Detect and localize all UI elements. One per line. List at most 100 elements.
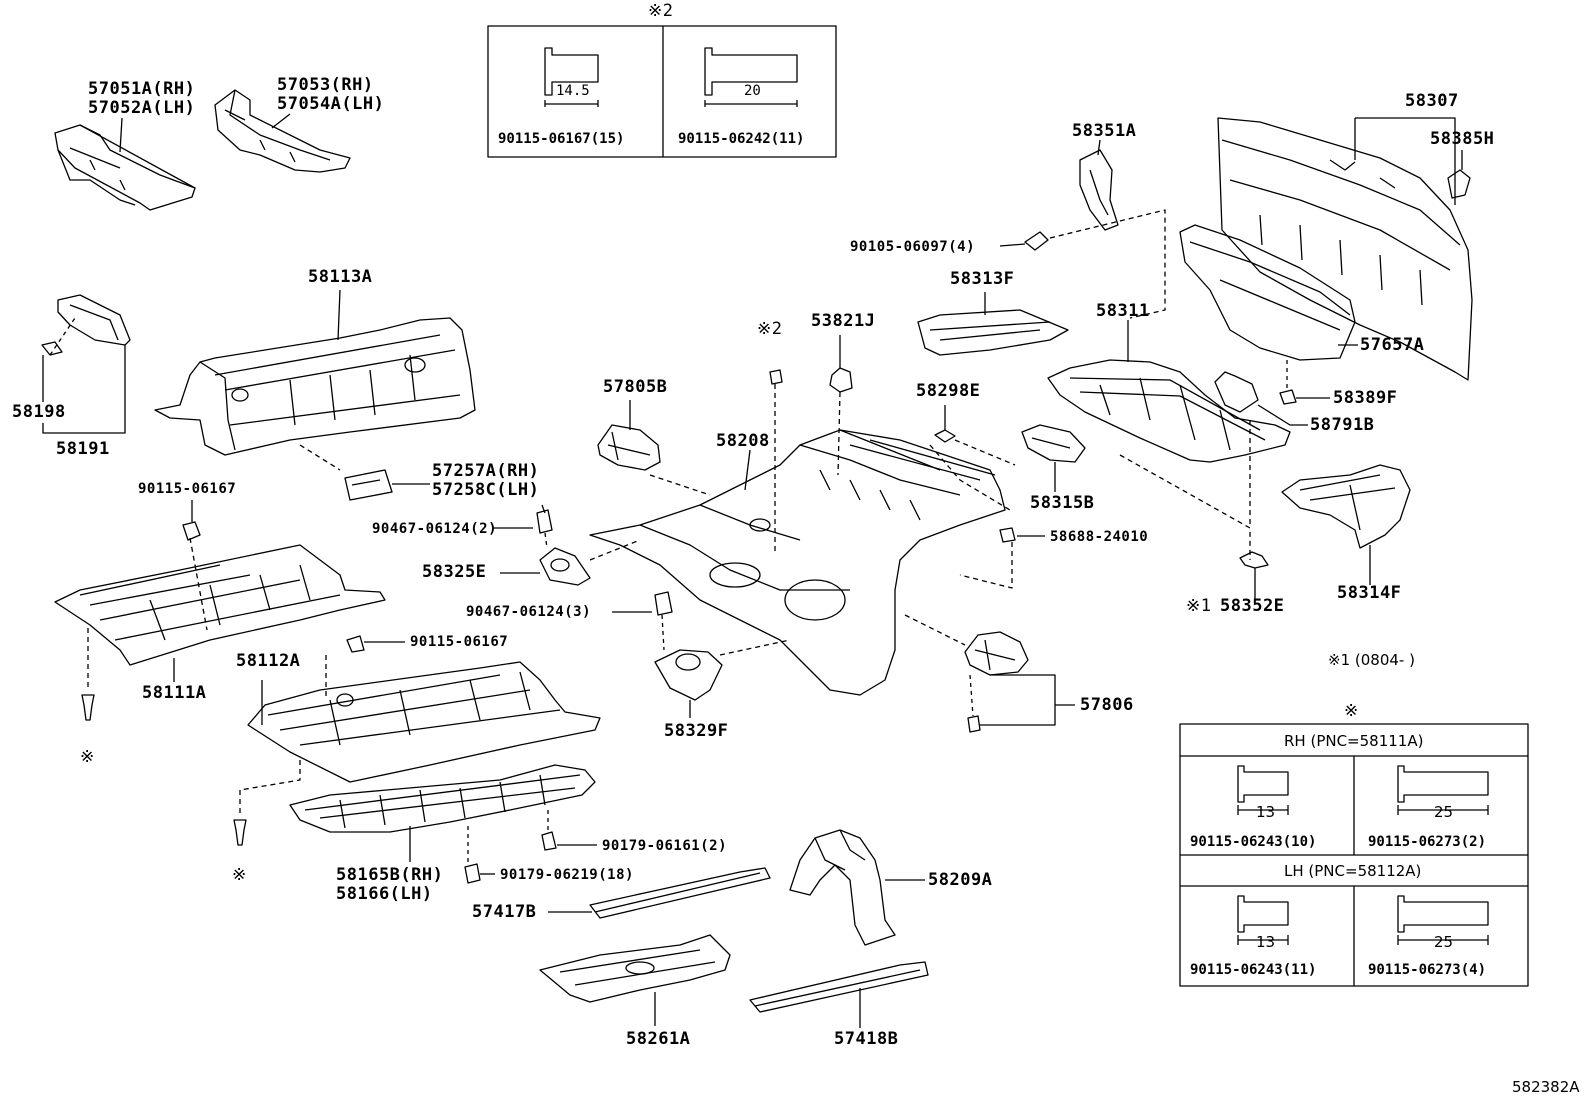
panel-58208-drawing [589,429,1006,696]
ref-mark-side-table: ※ [1344,701,1359,721]
label-58313F: 58313F [950,269,1015,289]
label-58329F: 58329F [664,721,729,741]
leader-58208 [744,449,751,491]
bolt-57806-drawing [967,715,981,733]
clip-58389F-drawing [1279,389,1297,405]
clip-58385H-drawing [1447,169,1471,199]
label-90115-a: 90115-06167 [138,481,237,497]
sill-57417B-drawing [589,867,771,919]
bolt-left2-drawing [233,819,247,846]
top-table-drawing [487,25,837,158]
bracket-57053-drawing [214,89,351,173]
leader-57053 [271,113,291,129]
side-table-rh-dim2: 25 [1434,803,1454,821]
label-58165B: 58165B(RH) [336,865,444,885]
clip-53821J-drawing [829,367,853,393]
side-table-rh-dim1: 13 [1256,803,1276,821]
bolt-ref2-drawing [769,369,783,385]
label-57257A: 57257A(RH) [432,461,540,481]
label-53821J: 53821J [811,311,876,331]
label-58166: 58166(LH) [336,884,433,904]
label-90179-2: 90179-06161(2) [602,838,728,854]
ref-mark-left1: ※ [80,747,95,767]
pad-58315B-drawing [1021,424,1086,463]
bolt-left-drawing [81,694,95,721]
label-58352E: 58352E [1220,596,1285,616]
label-58315B: 58315B [1030,493,1095,513]
bracket-58191-drawing [57,294,131,346]
plate-57257A-drawing [344,469,393,501]
label-58688: 58688-24010 [1050,529,1149,545]
side-table-lh-dim2: 25 [1434,933,1454,951]
label-58112A: 58112A [236,651,301,671]
sill-57418B-drawing [749,961,929,1013]
mount-58329F-drawing [654,649,723,701]
tray-58311-drawing [1047,359,1291,463]
label-57053: 57053(RH) [277,75,374,95]
label-57418B: 57418B [834,1029,899,1049]
figure-number: 582382A [1512,1078,1580,1096]
panel-58313F-drawing [917,309,1069,356]
bolt-90115-b-drawing [346,635,365,653]
label-90467-2: 90467-06124(2) [372,521,498,537]
ref1-mark-58352E: ※1 [1186,596,1212,616]
label-58113A: 58113A [308,267,373,287]
label-58298E: 58298E [916,381,981,401]
panel-58111A-drawing [54,544,386,666]
top-table-pn-right: 90115-06242(11) [678,131,805,147]
nut-90467-3-drawing [654,591,673,616]
clip-58298E-drawing [934,429,956,443]
label-57052A: 57052A(LH) [88,98,196,118]
nut-90467-2-drawing [536,504,553,534]
leader-58113A [337,289,341,341]
clip-58352E-drawing [1239,551,1269,569]
label-90467-3: 90467-06124(3) [466,604,592,620]
ref2-mark-center: ※2 [757,319,783,339]
label-58325E: 58325E [422,562,487,582]
label-58314F: 58314F [1337,583,1402,603]
label-57657A: 57657A [1360,335,1425,355]
panel-58113A-drawing [154,317,476,456]
label-58111A: 58111A [142,683,207,703]
pad-57805B-drawing [597,424,661,471]
side-table-rh-pn1: 90115-06243(10) [1190,834,1317,850]
side-table-lh-pn1: 90115-06243(11) [1190,962,1317,978]
nut-90179-18-drawing [464,863,481,884]
panel-57657A-drawing [1179,224,1356,361]
mount-58325E-drawing [539,547,591,586]
label-58385H: 58385H [1430,129,1495,149]
label-58307: 58307 [1405,91,1459,111]
label-58311: 58311 [1096,301,1150,321]
label-57417B: 57417B [472,902,537,922]
ref2-mark-top-table: ※2 [648,1,674,21]
label-58209A: 58209A [928,870,993,890]
label-58389F: 58389F [1333,388,1398,408]
bracket-58351A-drawing [1079,149,1119,231]
bolt-90115-a-drawing [182,521,201,541]
label-90179-18: 90179-06219(18) [500,867,634,883]
side-table-rh-header: RH (PNC=58111A) [1284,732,1424,750]
label-58208: 58208 [716,431,770,451]
plug-58688-drawing [999,527,1016,543]
label-90105: 90105-06097(4) [850,239,976,255]
leader-58351A [1097,139,1101,156]
nut-90179-2-drawing [541,831,557,851]
label-58261A: 58261A [626,1029,691,1049]
side-table-lh-pn2: 90115-06273(4) [1368,962,1487,978]
leader-58307 [1354,117,1456,205]
leader-90105 [999,243,1026,247]
label-58791B: 58791B [1310,415,1375,435]
bolt-90105-drawing [1024,231,1049,251]
pillar-58209A-drawing [789,829,896,946]
leader-58191 [42,345,126,434]
label-57806: 57806 [1080,695,1134,715]
leader-58791B [1257,404,1308,426]
leader-57051A [119,117,123,153]
side-table-drawing [1179,723,1529,987]
panel-58112A-drawing [247,661,601,783]
label-57258C: 57258C(LH) [432,480,540,500]
pad-57806-drawing [964,631,1029,676]
bolt-58198-drawing [41,341,63,356]
top-table-pn-left: 90115-06167(15) [498,131,625,147]
